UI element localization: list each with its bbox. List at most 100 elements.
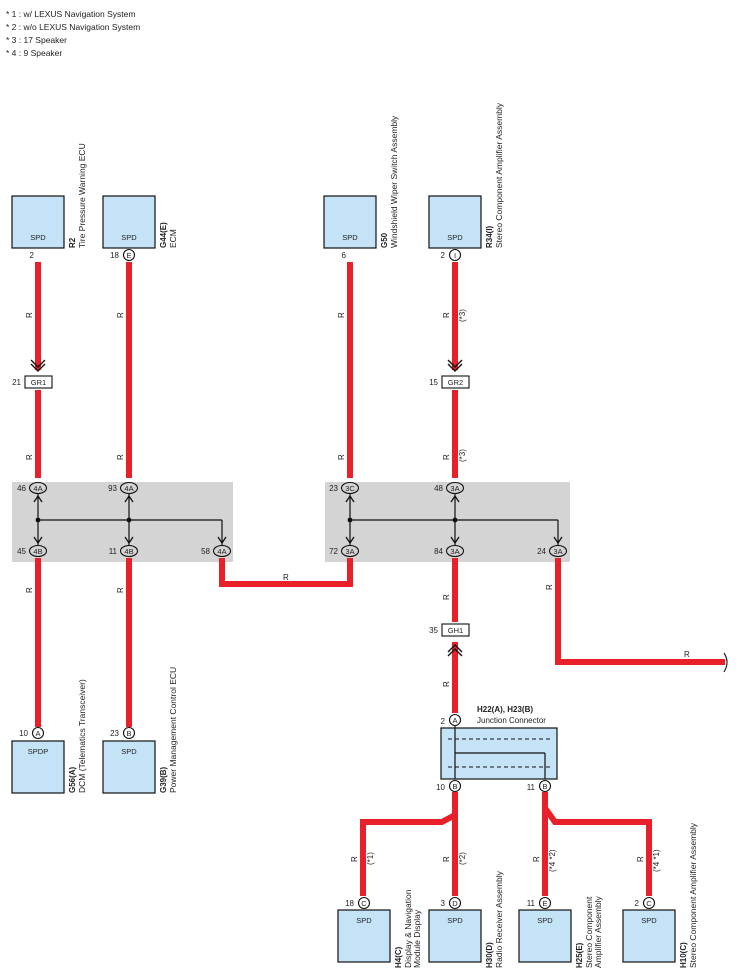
- wire-jc-h10: [542, 806, 652, 896]
- wire-label-19: R: [636, 856, 645, 862]
- jbr-top-0-conn: 3C: [345, 484, 355, 493]
- note-4: * 4 : 9 Speaker: [6, 48, 62, 58]
- g39-pin: 23: [110, 729, 119, 738]
- r2-name: Tire Pressure Warning ECU: [77, 143, 87, 248]
- r2-code: R2: [68, 237, 77, 248]
- component-r2-box: [11, 195, 65, 249]
- r34-conn: I: [454, 251, 456, 260]
- h25-box-label: SPD: [537, 916, 553, 925]
- h4-name-line1: Display & Navigation: [403, 889, 413, 968]
- wire-label-6: R: [116, 454, 125, 460]
- wire-label-4: R: [442, 312, 451, 318]
- bottom-left-pins: 10 A 23 B: [19, 726, 136, 740]
- jbl-top-0-pin: 46: [17, 484, 26, 493]
- h25-name-line2: Amplifier Assembly: [593, 895, 603, 968]
- wire-label-14: R: [283, 573, 289, 582]
- h30-code: H30(D): [485, 942, 494, 968]
- jc-bot-1-pin: 11: [527, 783, 536, 792]
- jc-bot-0-pin: 10: [436, 783, 445, 792]
- wire-label-1: R: [25, 312, 34, 318]
- jc-bot-1-conn: B: [542, 782, 547, 791]
- wire-label-18: R: [532, 856, 541, 862]
- wire-jc-h4: [360, 792, 458, 896]
- g39-code: G39(B): [159, 766, 168, 793]
- g56-name: DCM (Telematics Transceiver): [77, 679, 87, 793]
- component-h25-box: [518, 909, 572, 963]
- note-3: * 3 : 17 Speaker: [6, 35, 67, 45]
- wire-break-mark: [723, 652, 728, 673]
- g44-code: G44(E): [159, 222, 168, 248]
- r34-code: R34(I): [485, 225, 494, 248]
- note-1: * 1 : w/ LEXUS Navigation System: [6, 9, 135, 19]
- component-h10-box: [622, 909, 676, 963]
- wire-label-15: R: [684, 650, 690, 659]
- gh1-pin: 35: [429, 626, 438, 635]
- g56-conn: A: [35, 729, 40, 738]
- wire-note-3: (*1): [366, 852, 375, 865]
- wire-label-9: R: [25, 587, 34, 593]
- wire-note-5: (*4 *2): [548, 849, 557, 872]
- wire-label-17: R: [442, 856, 451, 862]
- component-g44-box: [102, 195, 156, 249]
- h25-conn: E: [542, 899, 547, 908]
- g50-code: G50: [380, 232, 389, 248]
- junction-connector: H22(A), H23(B) Junction Connector 2 A 10…: [436, 705, 558, 793]
- gh1-connector: [441, 623, 470, 637]
- jbl-bot-1-pin: 11: [109, 547, 118, 556]
- junction-block-pins: 4A 4A 3C 3A 4B 4B 4A 3A 3A 3A 46 93 23 4…: [17, 481, 568, 558]
- jbr-top-0-pin: 23: [329, 484, 338, 493]
- notes-legend: * 1 : w/ LEXUS Navigation System * 2 : w…: [6, 9, 140, 58]
- h4-code: H4(C): [394, 946, 403, 968]
- gr2-connector: [441, 375, 470, 389]
- bottom-left-names: G56(A) DCM (Telematics Transceiver) G39(…: [68, 667, 178, 793]
- jbr-top-1-pin: 48: [434, 484, 443, 493]
- wire-note-6: (*4 *1): [652, 849, 661, 872]
- g39-name: Power Management Control ECU: [168, 667, 178, 793]
- junction-arrows: [33, 494, 563, 545]
- h30-conn: D: [452, 899, 458, 908]
- jbr-top-1-conn: 3A: [450, 484, 459, 493]
- h10-pin: 2: [635, 899, 640, 908]
- gr1-pin: 21: [12, 378, 21, 387]
- g39-box-label: SPD: [121, 747, 137, 756]
- g50-box-label: SPD: [342, 233, 358, 242]
- jbl-top-1-conn: 4A: [124, 484, 133, 493]
- h30-box-label: SPD: [447, 916, 463, 925]
- wire-jb-right-out: [555, 558, 725, 665]
- r2-box-label: SPD: [30, 233, 46, 242]
- wire-label-2: R: [116, 312, 125, 318]
- h10-name: Stereo Component Amplifier Assembly: [688, 822, 698, 968]
- h25-pin: 11: [527, 899, 536, 908]
- component-r34-box: [428, 195, 482, 249]
- jbl-bot-1-conn: 4B: [124, 547, 133, 556]
- jbl-top-1-pin: 93: [108, 484, 117, 493]
- wire-label-12: R: [545, 584, 554, 590]
- jc-top-pin: 2: [441, 717, 446, 726]
- r34-pin: 2: [441, 251, 446, 260]
- h30-name: Radio Receiver Assembly: [494, 870, 504, 968]
- wire-variant-notes: (*3) (*3) (*1) (*2) (*4 *2) (*4 *1): [366, 309, 661, 872]
- g44-pin: 18: [110, 251, 119, 260]
- jbl-bot-0-conn: 4B: [33, 547, 42, 556]
- component-boxes: [11, 195, 676, 963]
- component-h30-box: [428, 909, 482, 963]
- g50-name: Windshield Wiper Switch Assembly: [389, 115, 399, 248]
- jbl-top-0-conn: 4A: [33, 484, 42, 493]
- wire-label-5: R: [25, 454, 34, 460]
- r2-pin: 2: [30, 251, 35, 260]
- g50-pin: 6: [342, 251, 347, 260]
- g39-conn: B: [126, 729, 131, 738]
- gr1-connector: [24, 375, 53, 389]
- bottom-row-pins: 18 C 3 D 11 E 2 C: [345, 896, 656, 910]
- wire-label-13: R: [442, 681, 451, 687]
- gh1-label: GH1: [448, 626, 463, 635]
- jc-bot-0-conn: B: [452, 782, 457, 791]
- jbr-bot-1-conn: 3A: [450, 547, 459, 556]
- note-2: * 2 : w/o LEXUS Navigation System: [6, 22, 140, 32]
- r34-name: Stereo Component Amplifier Assembly: [494, 102, 504, 248]
- gr2-pin: 15: [429, 378, 438, 387]
- jbl-bot-0-pin: 45: [17, 547, 26, 556]
- jbl-bot-2-conn: 4A: [217, 547, 226, 556]
- wire-label-10: R: [116, 587, 125, 593]
- wire-label-11: R: [442, 594, 451, 600]
